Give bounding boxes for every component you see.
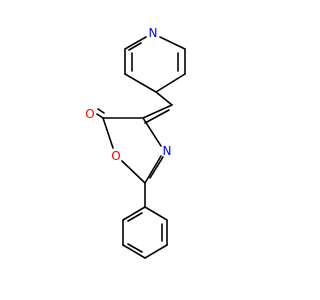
bond-c2ox-n3 — [144, 155, 162, 184]
bond-ph-f — [122, 206, 146, 221]
atom-label-group: N N O O — [85, 26, 171, 163]
bond-c5ox-o1 — [102, 117, 114, 149]
bond-ph-c — [144, 244, 168, 259]
bond-c6-pyN — [159, 36, 186, 50]
bond-carbonyl — [96, 113, 104, 119]
bond-group — [96, 36, 186, 259]
bond-o1-c2ox — [121, 160, 146, 184]
bond-ch-c4ox-inner — [144, 109, 170, 124]
bond-c4-ch — [155, 91, 173, 106]
bond-ph-d — [122, 244, 146, 259]
oxazolone-nitrogen-label: N — [163, 144, 172, 158]
bond-ch-c4ox — [142, 104, 173, 119]
bond-n3-c4ox — [142, 117, 162, 147]
pyridine-nitrogen-label: N — [149, 26, 158, 40]
bond-carbonyl-inner — [97, 108, 105, 114]
ring-oxygen-label: O — [111, 149, 120, 163]
bond-ph-inner-3 — [127, 212, 143, 222]
bond-c4-c5 — [155, 73, 186, 93]
molecule-structure: N N O O — [85, 26, 186, 259]
bond-ph-a — [144, 206, 168, 221]
molecule-diagram: N N O O — [85, 26, 186, 259]
bond-ph-inner-2 — [127, 243, 143, 253]
bond-pyN-c2-inner — [128, 42, 142, 51]
bond-pyN-c2 — [124, 36, 147, 50]
bond-c2ox-n3-inner — [149, 156, 164, 179]
carbonyl-oxygen-label: O — [85, 107, 94, 121]
bond-c3-c4 — [124, 73, 157, 93]
